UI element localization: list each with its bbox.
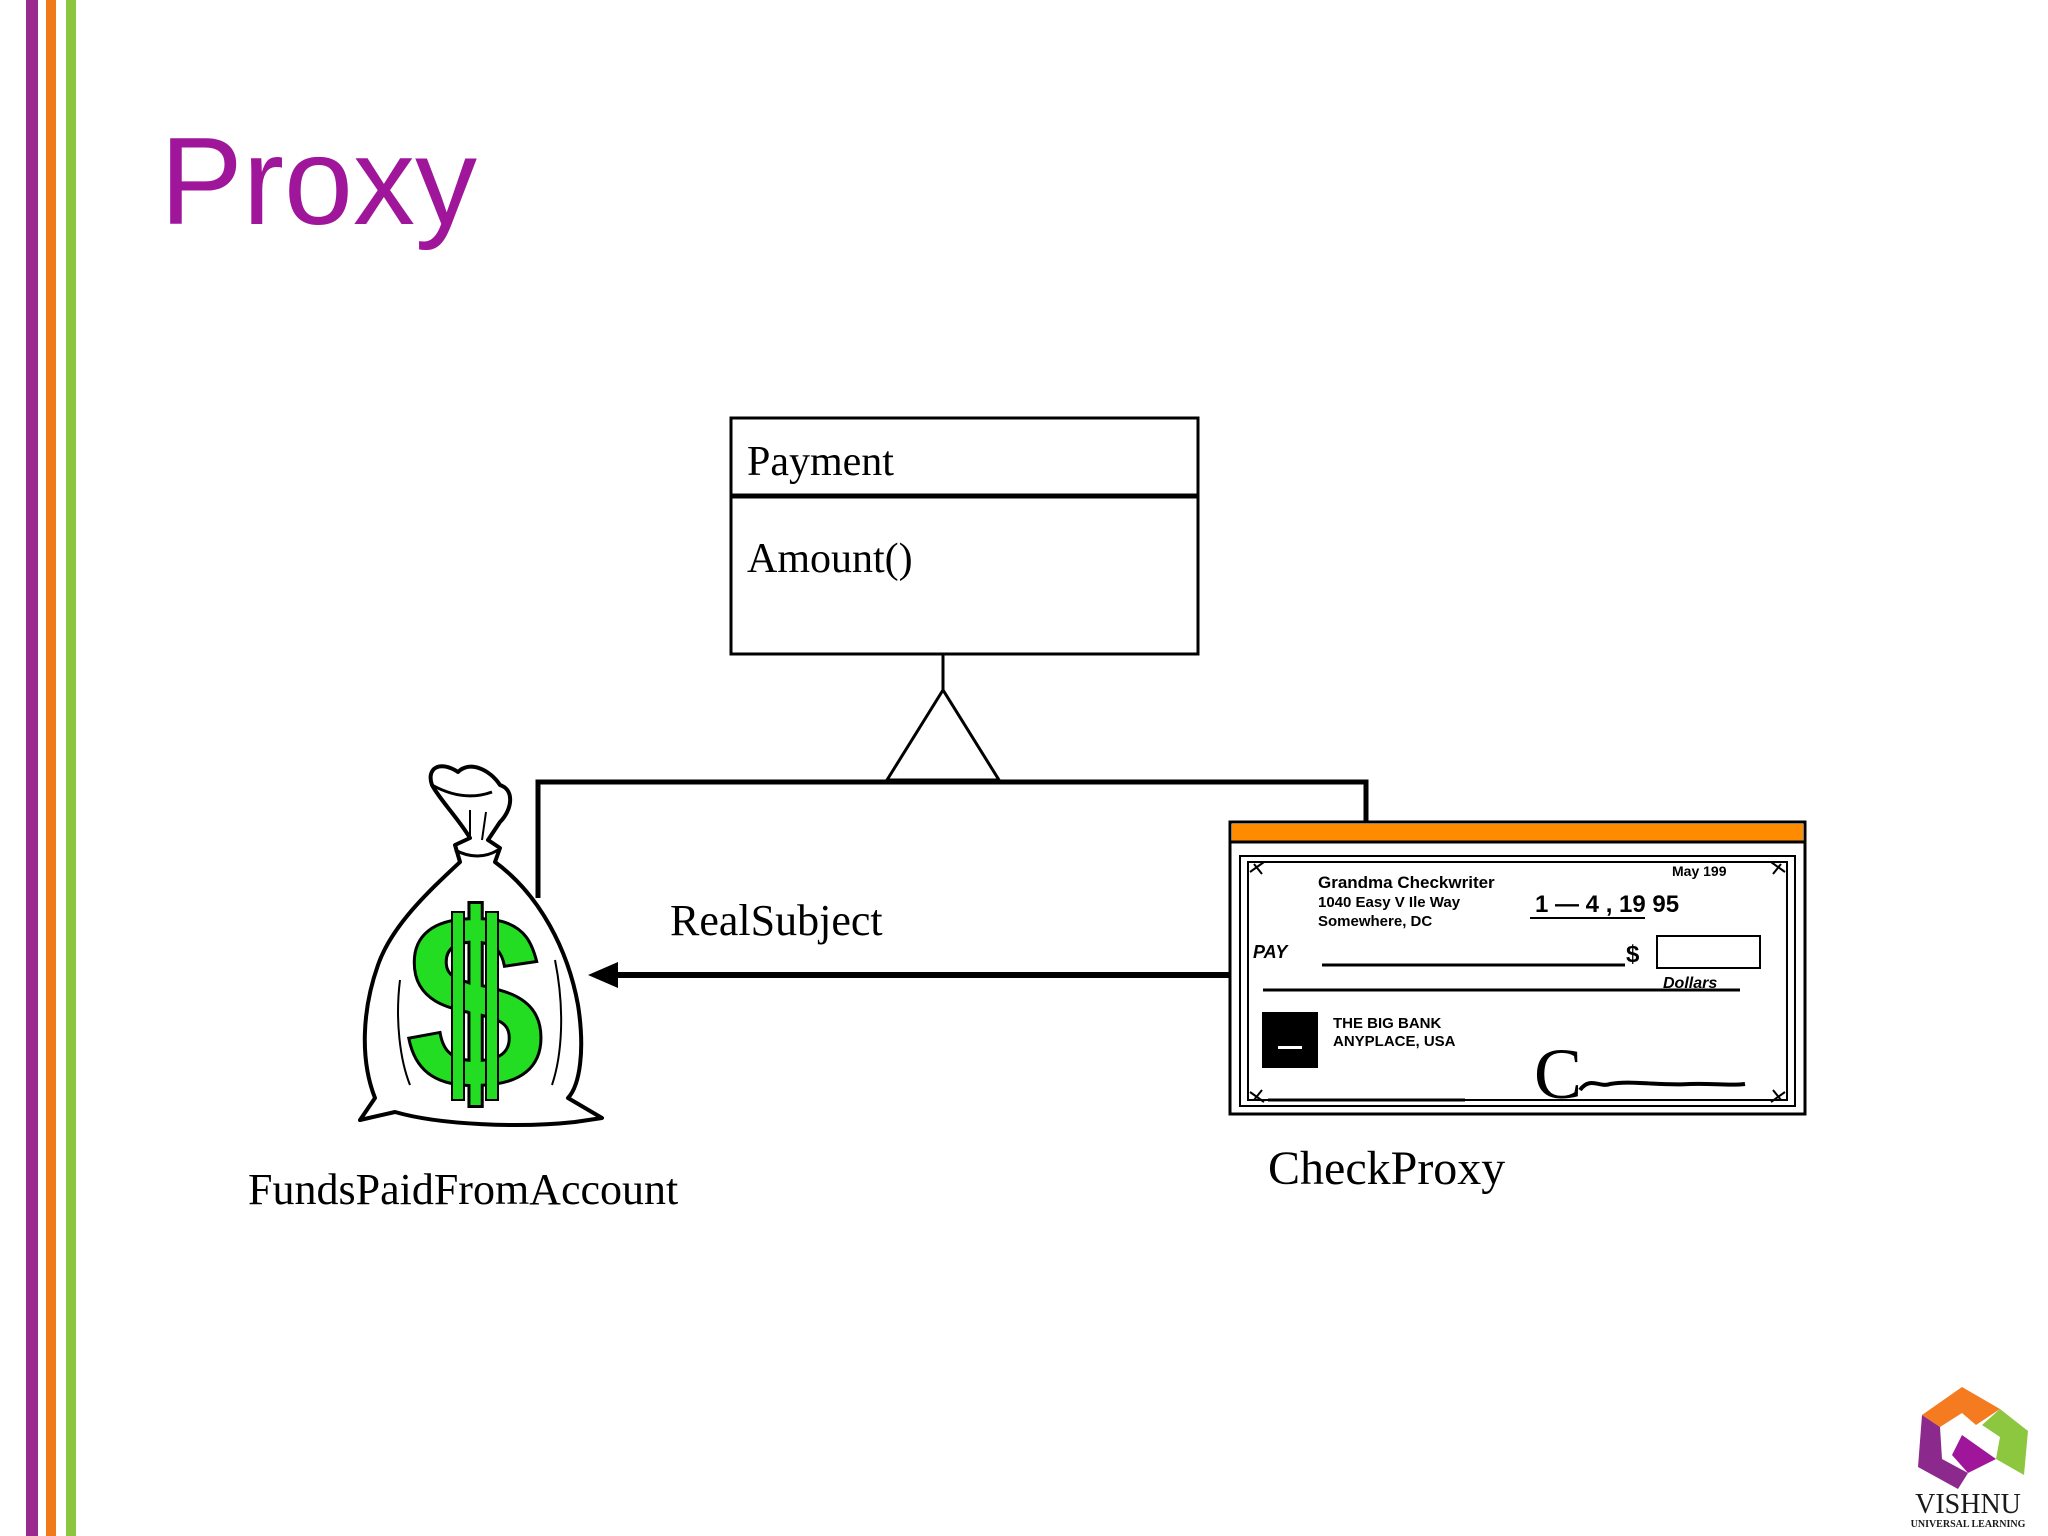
logo-mark-green [1982, 1409, 2028, 1475]
inheritance-triangle [884, 687, 1002, 782]
logo-mark-orange [1922, 1387, 2000, 1427]
check-payer-line-1: Grandma Checkwriter [1318, 873, 1495, 892]
association-arrow [588, 962, 1232, 988]
check-pay-label: PAY [1253, 942, 1289, 962]
vishnu-logo: VISHNU UNIVERSAL LEARNING [1911, 1387, 2028, 1530]
logo-tagline: UNIVERSAL LEARNING [1911, 1519, 2026, 1530]
check-payer-line-2: 1040 Easy V Ile Way [1318, 894, 1461, 911]
inheritance-bar [535, 779, 1369, 898]
logo-name: VISHNU [1915, 1489, 2021, 1520]
check-signature: C [1534, 1034, 1582, 1114]
check-date-fields: 1 — 4 , 19 95 [1535, 891, 1679, 918]
logo-mark-inner [1952, 1435, 1996, 1473]
real-subject-label: FundsPaidFromAccount [248, 1165, 678, 1214]
stripe-purple [26, 0, 38, 1536]
check-icon: Grandma Checkwriter 1040 Easy V Ile Way … [1228, 820, 1807, 1116]
association-label: RealSubject [670, 896, 883, 945]
stripe-green [66, 0, 76, 1536]
logo-mark-purple [1918, 1415, 1968, 1489]
check-dollars-label: Dollars [1663, 975, 1717, 992]
check-bank-line-1: THE BIG BANK [1333, 1015, 1442, 1032]
arrow-head [588, 962, 618, 988]
check-date-top: May 199 [1672, 863, 1727, 879]
class-name: Payment [747, 439, 894, 485]
proxy-label: CheckProxy [1268, 1142, 1505, 1195]
money-bag-icon: $ [358, 764, 604, 1143]
check-bank-line-2: ANYPLACE, USA [1333, 1033, 1456, 1050]
stripe-orange [46, 0, 56, 1536]
check-payer-line-3: Somewhere, DC [1318, 913, 1432, 930]
class-method: Amount() [747, 536, 913, 582]
bag-dollar-sign: $ [405, 862, 544, 1141]
slide-title: Proxy [160, 113, 477, 251]
payment-class-box: Payment Amount() [729, 416, 1200, 656]
check-dollar-sign: $ [1626, 941, 1640, 968]
inheritance-connector [535, 654, 1369, 898]
